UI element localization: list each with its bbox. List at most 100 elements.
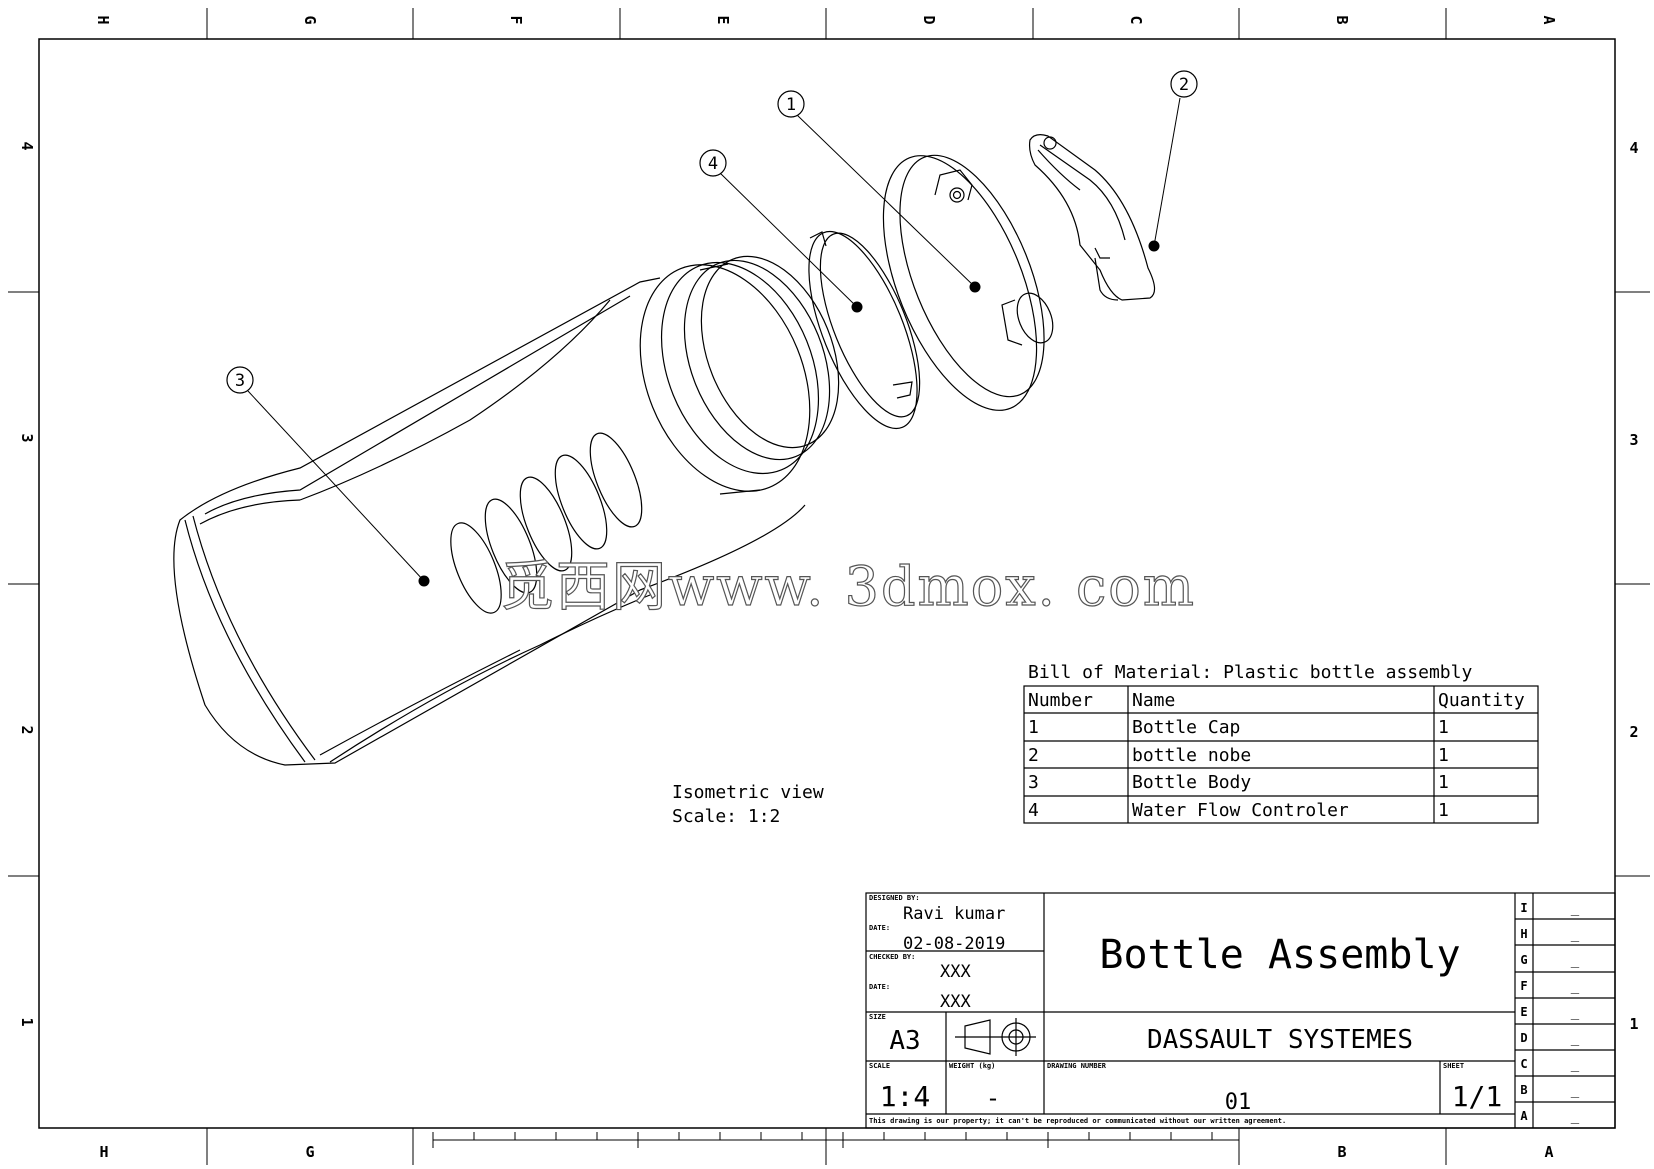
scale-value: 1:4 (880, 1080, 931, 1113)
revision-letter: A (1520, 1109, 1528, 1123)
zone-letter-top: E (714, 15, 732, 24)
zone-number-right: 3 (1629, 431, 1638, 449)
balloon-3 (226, 366, 254, 394)
bom-table-grid (1023, 685, 1539, 824)
revision-letter: G (1520, 953, 1527, 967)
balloon-4 (699, 149, 727, 177)
isometric-view (173, 134, 1156, 766)
balloon-2 (1170, 70, 1198, 98)
balloon-1 (777, 90, 805, 118)
bottom-zone-ticks (206, 1128, 1447, 1165)
title-block-footer: This drawing is our property; it can't b… (869, 1117, 1286, 1125)
zone-letter-top: C (1127, 15, 1145, 24)
bom-title: Bill of Material: Plastic bottle assembl… (1028, 662, 1472, 683)
sheet-label: SHEET (1443, 1062, 1464, 1070)
checked-by-value: XXX (940, 962, 971, 982)
watermark: 觅西网www. 3dmox. com (500, 555, 1196, 618)
leader-lines (247, 97, 1181, 582)
side-zone-ticks (8, 291, 1650, 877)
revision-letter: C (1520, 1057, 1527, 1071)
revision-letter: F (1520, 979, 1527, 993)
zone-number-left: 1 (18, 1017, 36, 1026)
revision-letter: H (1520, 927, 1527, 941)
date-value: 02-08-2019 (903, 934, 1005, 954)
zone-letter-top: G (301, 15, 319, 24)
checked-by-label: CHECKED BY: (869, 953, 915, 961)
balloon-label: 3 (235, 371, 245, 391)
bom-cell-name: Water Flow Controler (1132, 800, 1349, 821)
bom-header-name: Name (1132, 690, 1175, 711)
zone-letter-top: D (920, 15, 938, 24)
bom-cell-quantity: 1 (1438, 717, 1449, 738)
revision-letter: D (1520, 1031, 1527, 1045)
revision-value: _ (1571, 952, 1580, 968)
zone-letter-top: A (1540, 15, 1558, 24)
revision-value: _ (1571, 900, 1580, 916)
zone-letter-bottom: G (305, 1143, 314, 1161)
water-flow-controller-part (808, 230, 921, 430)
balloon-label: 1 (786, 95, 796, 115)
leader-dots (418, 240, 1160, 587)
zone-number-left: 2 (18, 725, 36, 734)
bottle-cap-part (882, 154, 1054, 411)
date-label: DATE: (869, 924, 890, 932)
top-zone-ticks (206, 8, 1447, 39)
zone-number-right: 2 (1629, 723, 1638, 741)
weight-value: - (986, 1084, 1000, 1112)
scale-ruler (432, 1132, 1239, 1148)
bom-cell-quantity: 1 (1438, 745, 1449, 766)
third-angle-projection-icon (955, 1018, 1036, 1056)
bottle-nobe-part (1028, 134, 1156, 301)
bom-cell-number: 2 (1028, 745, 1039, 766)
designed-by-label: DESIGNED BY: (869, 894, 920, 902)
bom-cell-quantity: 1 (1438, 772, 1449, 793)
drawing-number-label: DRAWING NUMBER (1047, 1062, 1107, 1070)
bom-cell-quantity: 1 (1438, 800, 1449, 821)
bom-cell-name: bottle nobe (1132, 745, 1251, 766)
title-block-grid (865, 892, 1616, 1129)
company-name: DASSAULT SYSTEMES (1147, 1025, 1413, 1055)
revision-value: _ (1571, 926, 1580, 942)
view-label-scale: Scale: 1:2 (672, 806, 780, 827)
revision-value: _ (1571, 1056, 1580, 1072)
size-value: A3 (889, 1026, 920, 1056)
scale-label: SCALE (869, 1062, 890, 1070)
designed-by-value: Ravi kumar (903, 904, 1005, 924)
zone-letter-bottom: H (99, 1143, 108, 1161)
revision-value: _ (1571, 1108, 1580, 1124)
zone-number-right: 1 (1629, 1015, 1638, 1033)
revision-letter: B (1520, 1083, 1527, 1097)
weight-label: WEIGHT (kg) (949, 1062, 995, 1070)
zone-number-left: 4 (18, 141, 36, 150)
revision-value: _ (1571, 1082, 1580, 1098)
view-label-name: Isometric view (672, 782, 824, 803)
balloon-label: 4 (708, 154, 718, 174)
bottle-body-part (173, 255, 840, 766)
drawing-number-value: 01 (1225, 1090, 1252, 1115)
size-label: SIZE (869, 1013, 886, 1021)
date2-label: DATE: (869, 983, 890, 991)
drawing-title: Bottle Assembly (1099, 932, 1460, 978)
zone-letter-top: F (507, 15, 525, 24)
zone-number-left: 3 (18, 433, 36, 442)
revision-value: _ (1571, 1030, 1580, 1046)
date2-value: XXX (940, 992, 971, 1012)
bom-cell-number: 4 (1028, 800, 1039, 821)
bom-cell-number: 1 (1028, 717, 1039, 738)
bom-cell-number: 3 (1028, 772, 1039, 793)
zone-letter-top: B (1333, 15, 1351, 24)
bom-cell-name: Bottle Body (1132, 772, 1251, 793)
revision-value: _ (1571, 978, 1580, 994)
revision-letter: I (1520, 901, 1527, 915)
bom-header-number: Number (1028, 690, 1093, 711)
revision-letter: E (1520, 1005, 1527, 1019)
bom-header-quantity: Quantity (1438, 690, 1525, 711)
bom-cell-name: Bottle Cap (1132, 717, 1240, 738)
zone-letter-bottom: A (1544, 1143, 1553, 1161)
zone-letter-bottom: B (1337, 1143, 1346, 1161)
balloon-label: 2 (1179, 75, 1189, 95)
sheet-value: 1/1 (1452, 1080, 1503, 1113)
zone-number-right: 4 (1629, 139, 1638, 157)
zone-letter-top: H (94, 15, 112, 24)
